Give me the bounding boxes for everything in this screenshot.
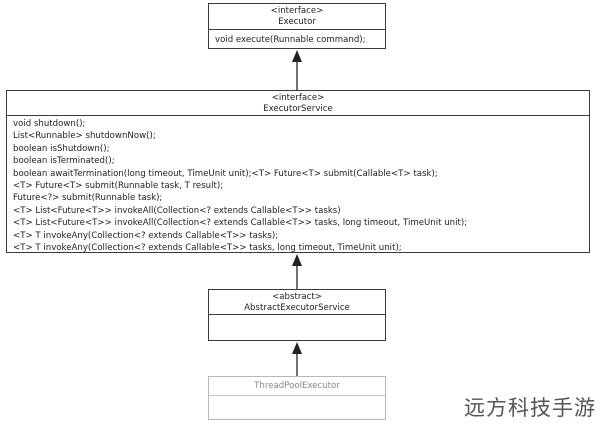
method-line: <T> T invokeAny(Collection<? extends Cal… bbox=[13, 243, 402, 254]
arrow-abstract-to-service-head bbox=[292, 254, 302, 266]
executor-service-methods: void shutdown(); List<Runnable> shutdown… bbox=[7, 116, 589, 254]
method-line: <T> List<Future<T>> invokeAll(Collection… bbox=[13, 218, 468, 229]
executor-header: <interface> Executor bbox=[209, 4, 385, 30]
method-line: boolean awaitTermination(long timeout, T… bbox=[13, 168, 438, 179]
thread-pool-executor-class-box: ThreadPoolExecutor bbox=[208, 376, 386, 420]
arrow-tpe-to-abstract-head bbox=[292, 342, 302, 354]
executor-methods: void execute(Runnable command); bbox=[209, 30, 385, 46]
abstract-executor-service-header: <abstract> AbstractExecutorService bbox=[209, 290, 385, 315]
thread-pool-executor-name: ThreadPoolExecutor bbox=[254, 381, 340, 391]
method-line: Future<?> submit(Runnable task); bbox=[13, 193, 163, 204]
inheritance-arrows bbox=[292, 50, 302, 376]
method-line: boolean isShutdown(); bbox=[13, 143, 110, 154]
method-line: <T> Future<T> submit(Runnable task, T re… bbox=[13, 181, 224, 192]
executor-service-name: ExecutorService bbox=[263, 104, 333, 114]
watermark-text: 远方科技手游 bbox=[464, 396, 596, 420]
thread-pool-executor-body bbox=[209, 396, 385, 438]
method-line: boolean isTerminated(); bbox=[13, 156, 115, 167]
abstract-executor-service-class-box: <abstract> AbstractExecutorService bbox=[208, 289, 386, 341]
method-line: void shutdown(); bbox=[13, 119, 86, 129]
executor-service-header: <interface> ExecutorService bbox=[7, 91, 589, 116]
method-line: void execute(Runnable command); bbox=[215, 35, 366, 45]
executor-service-class-box: <interface> ExecutorService void shutdow… bbox=[6, 90, 590, 253]
abstract-executor-service-body bbox=[209, 315, 385, 365]
arrow-service-to-executor-head bbox=[292, 50, 302, 62]
executor-class-box: <interface> Executor void execute(Runnab… bbox=[208, 3, 386, 49]
executor-stereotype: <interface> bbox=[270, 6, 324, 16]
executor-name: Executor bbox=[278, 17, 316, 27]
executor-service-stereotype: <interface> bbox=[271, 93, 325, 103]
method-line: <T> T invokeAny(Collection<? extends Cal… bbox=[13, 230, 279, 241]
thread-pool-executor-header: ThreadPoolExecutor bbox=[209, 377, 385, 396]
abstract-stereotype: <abstract> bbox=[272, 292, 322, 302]
method-line: <T> List<Future<T>> invokeAll(Collection… bbox=[13, 205, 341, 216]
abstract-executor-service-name: AbstractExecutorService bbox=[244, 303, 350, 313]
method-line: List<Runnable> shutdownNow(); bbox=[13, 131, 156, 142]
